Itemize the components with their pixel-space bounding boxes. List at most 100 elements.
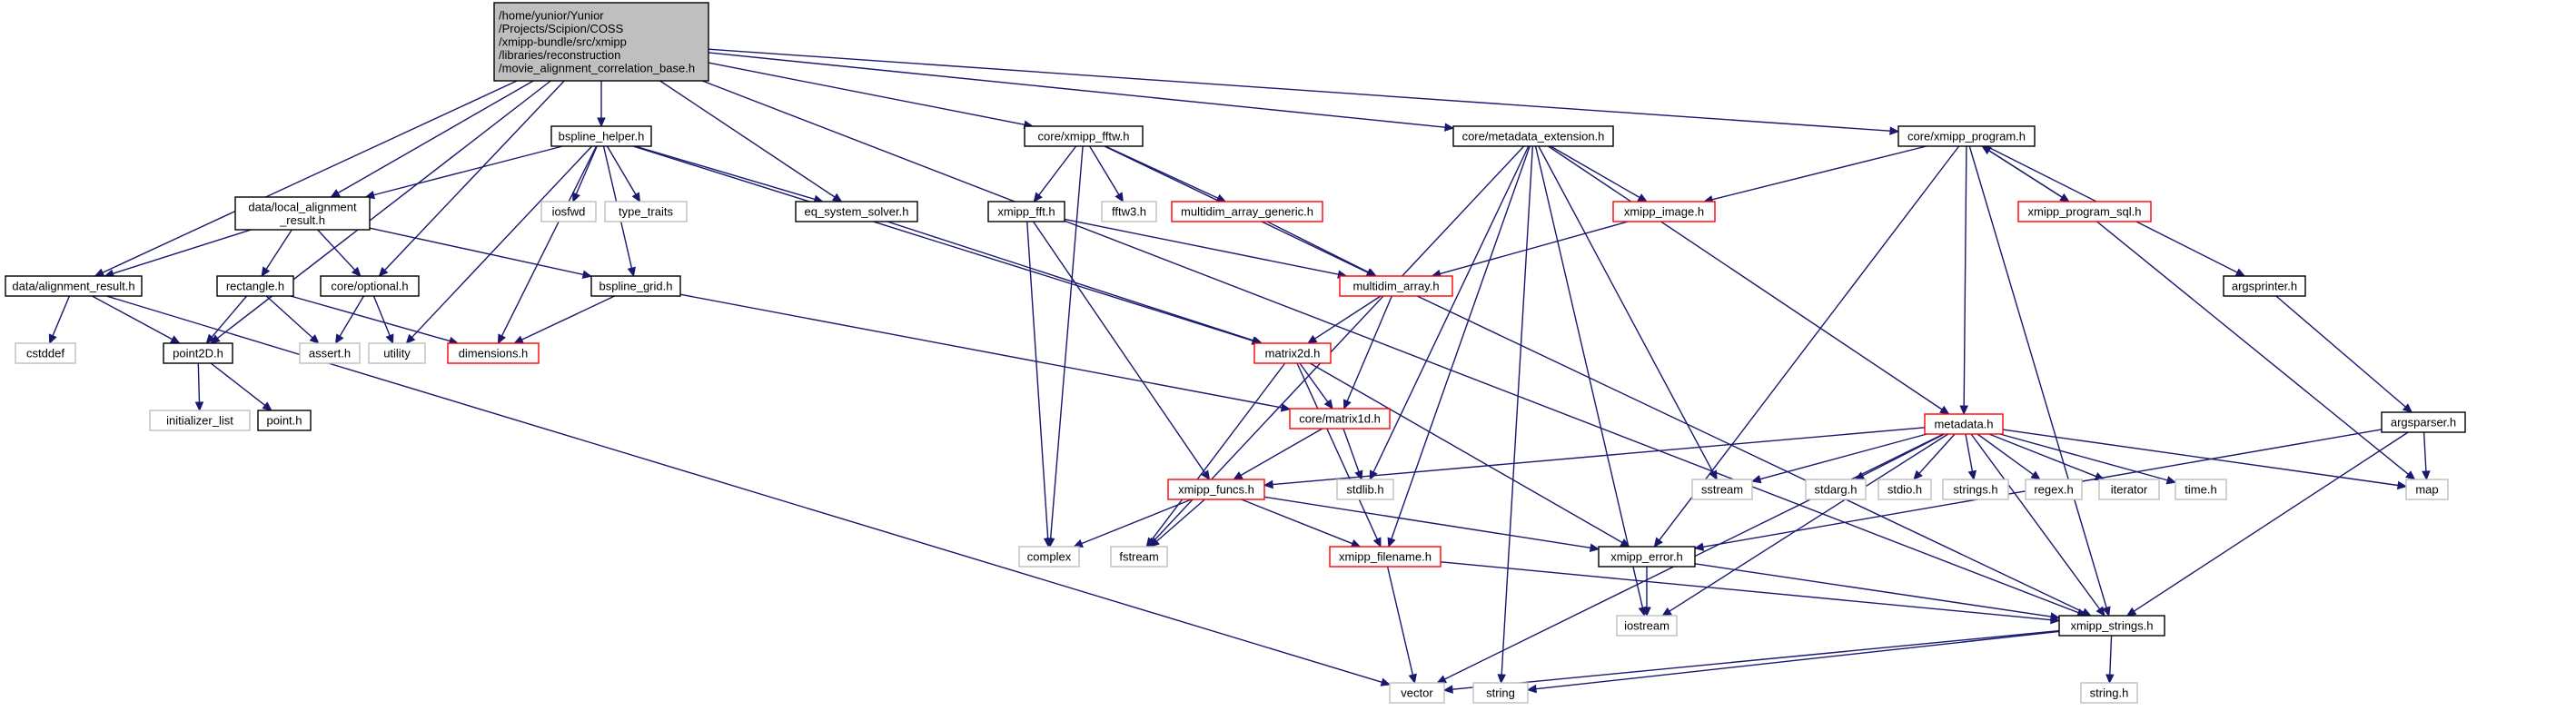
- edge-rectangle-to-point2d: [205, 295, 248, 344]
- node-box: [1101, 201, 1157, 222]
- edge-line: [290, 295, 451, 342]
- node-eq_system_solver[interactable]: eq_system_solver.h: [795, 201, 918, 222]
- node-label: core/matrix1d.h: [1299, 412, 1381, 426]
- node-box: [795, 201, 918, 222]
- node-box: [2025, 479, 2083, 500]
- arrowhead-icon: [2405, 470, 2416, 480]
- edge-matrix2d-to-fstream: [1145, 362, 1286, 548]
- edge-multidim_array-to-matrix2d: [1306, 295, 1382, 344]
- arrowhead-icon: [1444, 123, 1455, 132]
- edge-line: [2422, 431, 2427, 472]
- edge-xmipp_program_sql-to-map: [2096, 221, 2416, 480]
- node-xmipp_program_sql[interactable]: xmipp_program_sql.h: [2017, 201, 2152, 222]
- arrowhead-icon: [1497, 674, 1506, 685]
- node-box: [1024, 125, 1144, 147]
- edge-core_xmipp_program-to-xmipp_strings: [1968, 145, 2111, 617]
- edge-line: [500, 145, 598, 337]
- node-strings_h: strings.h: [1942, 479, 2009, 500]
- node-label: core/optional.h: [331, 280, 408, 293]
- node-data_alignment_result[interactable]: data/alignment_result.h: [5, 275, 143, 297]
- node-data_local_alignment_result[interactable]: data/local_alignment_result.h: [234, 196, 371, 231]
- edge-bspline_grid-to-dimensions: [513, 295, 615, 344]
- node-core_optional[interactable]: core/optional.h: [320, 275, 420, 297]
- node-point[interactable]: point.h: [257, 410, 312, 431]
- node-multidim_array_generic[interactable]: multidim_array_generic.h: [1171, 201, 1323, 222]
- arrowhead-icon: [170, 335, 181, 344]
- node-label: /home/yunior/Yunior: [499, 9, 604, 23]
- node-point2d[interactable]: point2D.h: [163, 342, 233, 364]
- edge-multidim_array-to-core_matrix1d: [1342, 295, 1392, 410]
- edge-line: [265, 229, 292, 270]
- edge-line: [369, 227, 584, 276]
- node-label: bspline_grid.h: [599, 280, 673, 293]
- edge-metadata-to-xmipp_strings: [1970, 433, 2105, 617]
- edge-xmipp_error-to-xmipp_strings: [1694, 563, 2061, 621]
- node-xmipp_error[interactable]: xmipp_error.h: [1598, 546, 1696, 568]
- edge-line: [211, 295, 248, 338]
- node-box: [1612, 201, 1716, 222]
- node-xmipp_filename[interactable]: xmipp_filename.h: [1329, 546, 1442, 568]
- edge-core_xmipp_fftw-to-fftw3: [1089, 145, 1125, 203]
- node-core_matrix1d[interactable]: core/matrix1d.h: [1289, 408, 1391, 430]
- node-argsparser[interactable]: argsparser.h: [2381, 411, 2466, 433]
- edge-metadata-to-xmipp_funcs: [1263, 427, 1926, 489]
- node-box: [987, 201, 1065, 222]
- node-box: [1167, 479, 1265, 500]
- edge-line: [92, 295, 173, 341]
- edge-data_local_alignment_result-to-rectangle: [261, 229, 292, 278]
- node-bspline_helper[interactable]: bspline_helper.h: [550, 125, 652, 147]
- node-multidim_array[interactable]: multidim_array.h: [1339, 275, 1453, 297]
- edge-rectangle-to-assert: [265, 295, 320, 344]
- edge-multidim_array-to-xmipp_strings: [1416, 295, 2092, 617]
- edge-line: [606, 145, 637, 195]
- edge-line: [1038, 145, 1077, 196]
- arrowhead-icon: [309, 334, 320, 344]
- node-label: assert.h: [309, 347, 351, 360]
- arrowhead-icon: [581, 270, 593, 279]
- node-label: string.h: [2090, 686, 2129, 700]
- node-xmipp_funcs[interactable]: xmipp_funcs.h: [1167, 479, 1265, 500]
- node-matrix2d[interactable]: matrix2d.h: [1253, 342, 1332, 364]
- node-argsprinter[interactable]: argsprinter.h: [2223, 275, 2306, 297]
- edge-core_metadata_extension-to-fstream: [1147, 145, 1525, 548]
- node-core_xmipp_fftw[interactable]: core/xmipp_fftw.h: [1024, 125, 1144, 147]
- node-label: data/alignment_result.h: [12, 280, 134, 293]
- node-xmipp_image[interactable]: xmipp_image.h: [1612, 201, 1716, 222]
- edge-line: [1501, 145, 1534, 676]
- arrowhead-icon: [1693, 542, 1705, 551]
- edge-core_matrix1d-to-xmipp_funcs: [1233, 428, 1323, 480]
- arrowhead-icon: [1967, 469, 1977, 481]
- arrowhead-icon: [1380, 677, 1392, 686]
- edge-line: [1155, 499, 1205, 542]
- node-label: xmipp_filename.h: [1339, 550, 1432, 564]
- edge-xmipp_funcs-to-xmipp_filename: [1241, 499, 1362, 548]
- node-core_xmipp_program[interactable]: core/xmipp_program.h: [1897, 125, 2036, 147]
- edge-line: [1999, 433, 2168, 481]
- node-label: multidim_array_generic.h: [1181, 205, 1313, 219]
- node-xmipp_strings[interactable]: xmipp_strings.h: [2058, 615, 2165, 637]
- node-xmipp_fft[interactable]: xmipp_fft.h: [987, 201, 1065, 222]
- node-metadata[interactable]: metadata.h: [1924, 413, 2004, 435]
- node-box: [163, 342, 233, 364]
- node-bspline_grid[interactable]: bspline_grid.h: [590, 275, 681, 297]
- edge-xmipp_strings-to-vector: [1442, 629, 2060, 694]
- node-fftw3: fftw3.h: [1101, 201, 1157, 222]
- edge-xmipp_program_sql-to-core_xmipp_program: [1981, 145, 2070, 202]
- edge-core_metadata_extension-to-xmipp_filename: [1387, 145, 1531, 548]
- node-label: core/metadata_extension.h: [1462, 130, 1605, 143]
- node-rectangle[interactable]: rectangle.h: [216, 275, 294, 297]
- edge-data_alignment_result-to-cstddef: [48, 295, 71, 345]
- edge-line: [1272, 427, 1926, 486]
- arrowhead-icon: [351, 266, 362, 277]
- node-core_metadata_extension[interactable]: core/metadata_extension.h: [1452, 125, 1614, 147]
- arrowhead-icon: [1342, 399, 1352, 410]
- node-dimensions[interactable]: dimensions.h: [447, 342, 540, 364]
- arrowhead-icon: [1442, 685, 1453, 694]
- edge-line: [1314, 295, 1382, 340]
- arrowhead-icon: [194, 401, 204, 412]
- edge-bspline_helper-to-type_traits: [606, 145, 641, 203]
- node-box: [2058, 615, 2165, 637]
- edge-line: [1346, 295, 1392, 401]
- edge-line: [1988, 433, 2097, 478]
- node-box: [2405, 479, 2449, 500]
